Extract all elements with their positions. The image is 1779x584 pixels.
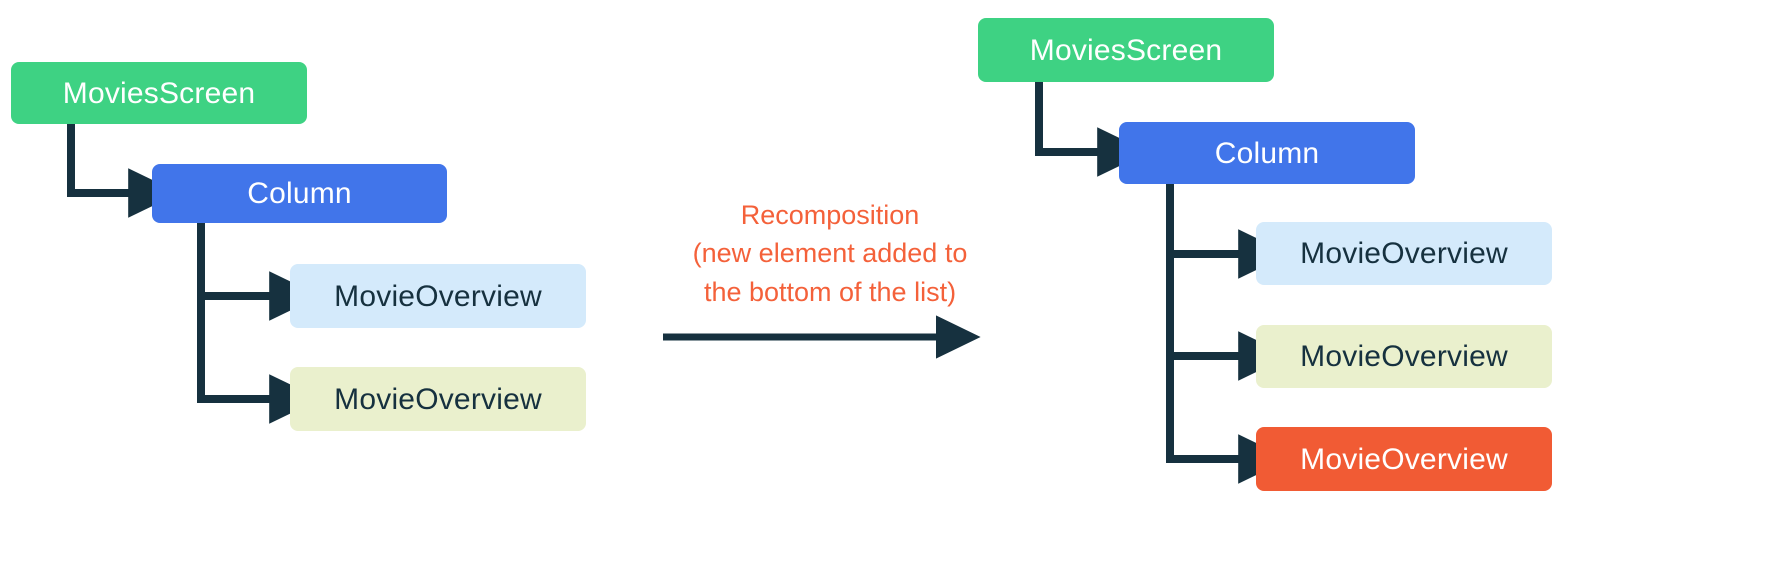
connector-left-column-to-children — [197, 222, 321, 424]
after-node-movie-overview-2[interactable]: MovieOverview — [1256, 325, 1552, 388]
before-node-movie-overview-1[interactable]: MovieOverview — [290, 264, 586, 328]
before-node-movie-overview-2[interactable]: MovieOverview — [290, 367, 586, 431]
connector-right-screen-to-column — [1035, 81, 1149, 177]
after-node-movies-screen[interactable]: MoviesScreen — [978, 18, 1274, 82]
connector-left-screen-to-column — [67, 124, 180, 218]
before-node-movies-screen[interactable]: MoviesScreen — [11, 62, 307, 124]
connector-right-column-to-children — [1166, 181, 1290, 484]
after-node-movie-overview-3-new[interactable]: MovieOverview — [1256, 427, 1552, 491]
before-node-column[interactable]: Column — [152, 164, 447, 223]
transition-label: Recomposition (new element added to the … — [692, 200, 968, 307]
after-node-column[interactable]: Column — [1119, 122, 1415, 184]
after-node-movie-overview-1[interactable]: MovieOverview — [1256, 222, 1552, 285]
